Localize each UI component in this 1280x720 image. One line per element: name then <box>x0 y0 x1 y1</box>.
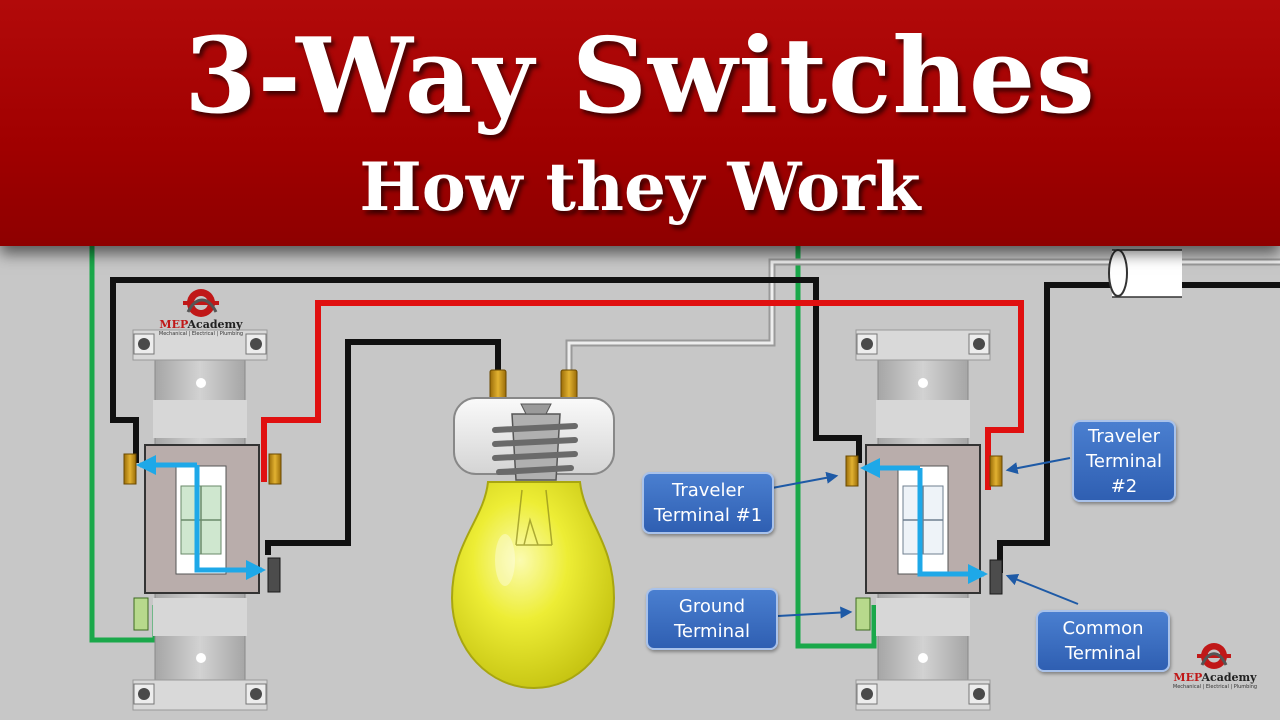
callout-traveler-terminal-1: Traveler Terminal #1 <box>642 472 774 534</box>
logo-brand-red: MEP <box>1173 671 1202 684</box>
feed-wire <box>110 277 862 463</box>
terminal-ground <box>133 597 149 631</box>
ground-wire-right <box>795 246 877 649</box>
logo-brand-dark: Academy <box>1201 671 1257 684</box>
terminal-brass <box>845 455 1003 487</box>
gear-icon <box>183 289 219 317</box>
current-path <box>194 465 266 580</box>
logo-brand-dark: Academy <box>187 318 243 331</box>
line-wire <box>110 285 139 463</box>
terminal-common <box>267 557 281 593</box>
logo-brand-red: MEP <box>159 318 188 331</box>
logo-left: MEPAcademy Mechanical | Electrical | Plu… <box>150 318 252 337</box>
mounting-screw <box>133 333 267 705</box>
logo-right: MEPAcademy Mechanical | Electrical | Plu… <box>1164 671 1266 690</box>
switch-right <box>845 329 1003 711</box>
callout-traveler-terminal-2: Traveler Terminal #2 <box>1072 420 1176 502</box>
gear-icon <box>1197 643 1231 669</box>
lamp-glass <box>450 481 616 690</box>
cable-clamp <box>1108 249 1182 298</box>
page-subtitle: How they Work <box>359 148 921 226</box>
callout-ground-terminal: Ground Terminal <box>646 588 778 650</box>
terminal-common <box>989 559 1003 595</box>
switch-leg-wire <box>265 339 501 555</box>
lamp-base <box>492 403 578 481</box>
light-bulb <box>450 369 616 690</box>
logo-tagline: Mechanical | Electrical | Plumbing <box>1172 684 1258 690</box>
terminal-ground <box>855 597 871 631</box>
title-banner: 3-Way Switches How they Work <box>0 0 1280 246</box>
switch-left <box>123 329 282 711</box>
page-title: 3-Way Switches <box>184 14 1096 137</box>
logo-tagline: Mechanical | Electrical | Plumbing <box>158 331 244 337</box>
callout-arrows <box>771 457 1079 619</box>
terminal-brass <box>123 453 282 485</box>
traveler-red-wire <box>261 300 1024 490</box>
current-path <box>917 468 988 584</box>
mounting-screw <box>856 333 990 705</box>
callout-common-terminal: Common Terminal <box>1036 610 1170 672</box>
